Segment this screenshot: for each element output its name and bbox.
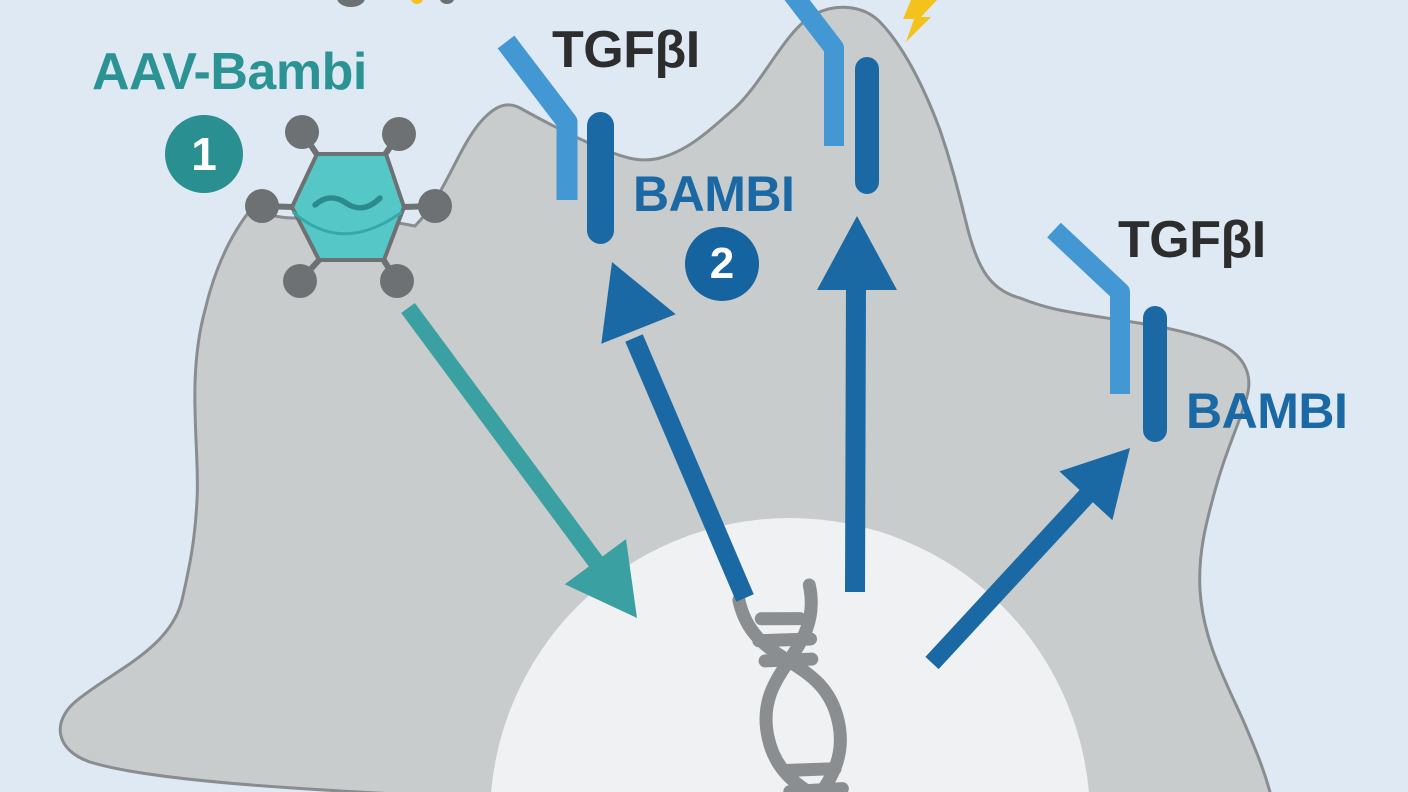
tgfbi-ligand-icon: [1047, 222, 1130, 394]
cutoff-capsid-fragment: [440, 0, 454, 4]
step-2-badge: 2: [685, 227, 759, 301]
cutoff-capsid-fragment: [337, 0, 365, 7]
tgfbi-label-top: TGFβI: [552, 21, 700, 79]
tgfbi-ligand-icon: [497, 35, 578, 200]
aav-virus-capsid-icon: [245, 115, 452, 298]
bambi-receptor-bar-icon: [855, 57, 879, 194]
teal-arrow-virus-to-nucleus: [401, 302, 637, 618]
tgfbi-label-right: TGFβI: [1118, 211, 1266, 269]
nucleus: [490, 518, 1090, 792]
lightning-bolt-icon: [903, 0, 937, 42]
step-2-number: 2: [709, 239, 735, 288]
bambi-receptor-bar-icon: [1143, 306, 1167, 442]
capsid-fold-line: [292, 210, 403, 236]
tgfbi-ligand-icon: [784, 0, 844, 146]
step-1-badge: 1: [165, 115, 243, 193]
aav-bambi-label: AAV-Bambi: [92, 43, 367, 101]
cutoff-lightning-fragment: [411, 0, 423, 4]
dna-helix-icon: [732, 578, 875, 792]
bambi-receptor-bar-icon: [587, 112, 614, 244]
bambi-label-right: BAMBI: [1186, 383, 1348, 439]
receptor-complex-middle: [784, 0, 879, 194]
blue-arrow-nucleus-to-middle-receptor: [817, 216, 897, 593]
capsid-genome-squiggle: [312, 195, 383, 211]
capsid-spike-knobs: [245, 115, 452, 298]
blue-arrow-nucleus-to-left-receptor: [601, 262, 754, 602]
receptor-complex-right: [1047, 222, 1167, 442]
bambi-label-membrane: BAMBI: [633, 166, 795, 222]
receptor-complex-left: [497, 35, 614, 244]
blue-arrow-nucleus-to-right-receptor: [925, 448, 1130, 670]
step-1-number: 1: [191, 128, 217, 180]
